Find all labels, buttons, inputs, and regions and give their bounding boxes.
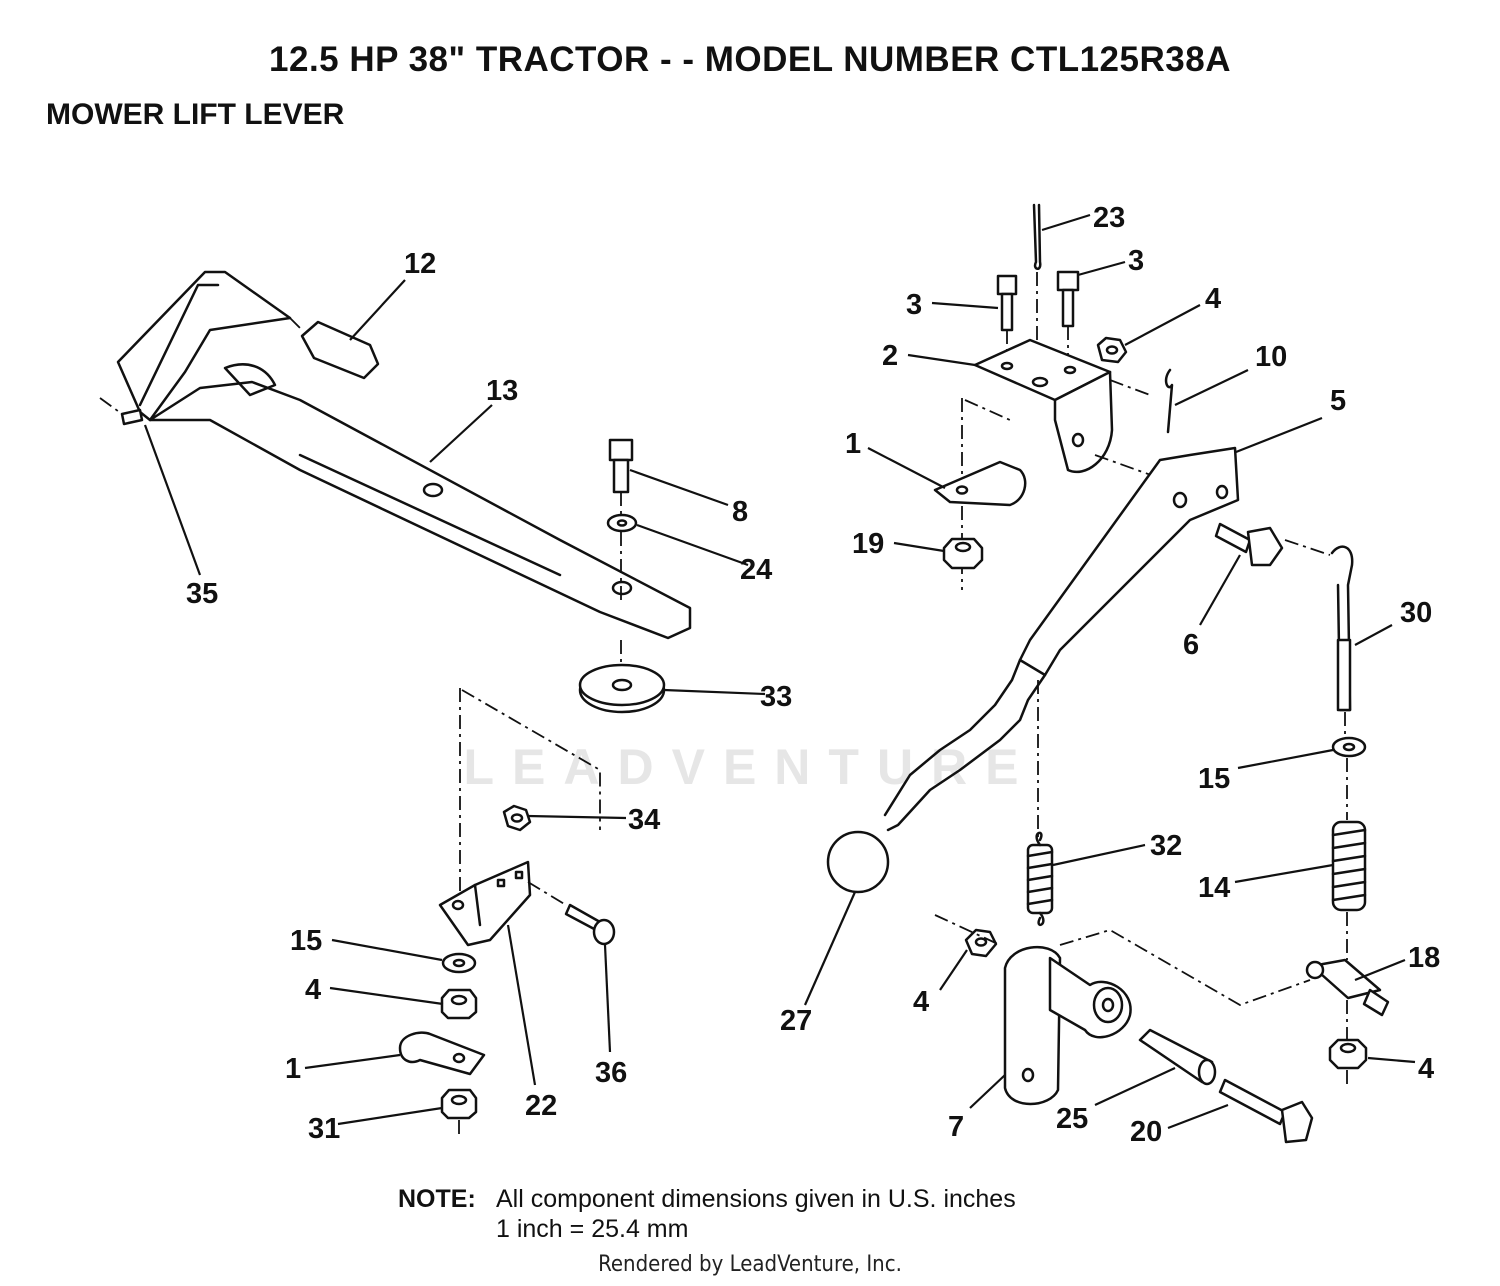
bolt-8 bbox=[608, 438, 634, 516]
nut-4-left bbox=[440, 988, 478, 1020]
callout-32: 32 bbox=[1150, 830, 1182, 862]
callout-36: 36 bbox=[595, 1057, 627, 1089]
callout-15-right: 15 bbox=[1198, 763, 1230, 795]
nut-4-right bbox=[1328, 1038, 1368, 1085]
callout-12: 12 bbox=[404, 248, 436, 280]
pin-18 bbox=[1305, 958, 1390, 1040]
callout-2: 2 bbox=[882, 340, 898, 372]
cotter-pin-10 bbox=[1164, 368, 1174, 434]
callout-6: 6 bbox=[1183, 629, 1199, 661]
note-label: NOTE: bbox=[398, 1185, 476, 1213]
nut-19 bbox=[942, 537, 984, 570]
nut-31 bbox=[440, 1088, 478, 1135]
callout-19: 19 bbox=[852, 528, 884, 560]
callout-22: 22 bbox=[525, 1090, 557, 1122]
sleeve-25 bbox=[1138, 1028, 1217, 1086]
callout-4-mid: 4 bbox=[913, 986, 929, 1018]
clip-1-left bbox=[398, 1031, 486, 1076]
callout-27: 27 bbox=[780, 1005, 812, 1037]
bolt-36 bbox=[527, 881, 616, 946]
bolt-6 bbox=[1214, 522, 1331, 567]
callout-5: 5 bbox=[1330, 385, 1346, 417]
watermark: LEADVENTURE bbox=[463, 739, 1037, 795]
callout-25: 25 bbox=[1056, 1103, 1088, 1135]
note: NOTE: All component dimensions given in U… bbox=[398, 1184, 1016, 1244]
callout-3-right: 3 bbox=[1128, 245, 1144, 277]
callout-8: 8 bbox=[732, 496, 748, 528]
bolt-3-right bbox=[1056, 270, 1080, 355]
bracket-2 bbox=[973, 338, 1166, 481]
cotter-pin-23 bbox=[1032, 203, 1042, 360]
nut-34 bbox=[502, 804, 532, 832]
footer-credit: Rendered by LeadVenture, Inc. bbox=[598, 1252, 902, 1277]
callout-24: 24 bbox=[740, 554, 772, 586]
lift-arm-7 bbox=[1003, 945, 1132, 1106]
lift-handle-bar bbox=[116, 270, 692, 640]
bracket-22 bbox=[438, 860, 532, 947]
callout-18: 18 bbox=[1408, 942, 1440, 974]
callout-20: 20 bbox=[1130, 1116, 1162, 1148]
leader-lines bbox=[143, 213, 1416, 1130]
callout-4-top: 4 bbox=[1205, 283, 1221, 315]
callout-23: 23 bbox=[1093, 202, 1125, 234]
page-title: 12.5 HP 38" TRACTOR - - MODEL NUMBER CTL… bbox=[269, 40, 1231, 79]
pin-35 bbox=[99, 397, 144, 426]
spring-32 bbox=[1026, 831, 1054, 927]
section-title: MOWER LIFT LEVER bbox=[46, 98, 345, 131]
note-line-1: All component dimensions given in U.S. i… bbox=[496, 1185, 1016, 1213]
callout-33: 33 bbox=[760, 681, 792, 713]
callout-14: 14 bbox=[1198, 872, 1230, 904]
washer-15-right bbox=[1331, 736, 1367, 820]
callout-34: 34 bbox=[628, 804, 660, 836]
washer-33 bbox=[578, 640, 666, 714]
callout-15-left: 15 bbox=[290, 925, 322, 957]
callout-31: 31 bbox=[308, 1113, 340, 1145]
lever-knob bbox=[826, 830, 890, 894]
nut-4-mid bbox=[964, 928, 998, 958]
washer-24 bbox=[606, 513, 638, 600]
callout-4-right: 4 bbox=[1418, 1053, 1434, 1085]
handle-grip bbox=[289, 317, 380, 380]
callout-1-left: 1 bbox=[285, 1053, 301, 1085]
nut-4-top bbox=[1096, 336, 1128, 364]
lift-lever-5 bbox=[883, 446, 1240, 840]
callout-4-left: 4 bbox=[305, 974, 321, 1006]
clip-1-right bbox=[933, 460, 1027, 507]
callout-13: 13 bbox=[486, 375, 518, 407]
rod-30 bbox=[1330, 545, 1354, 735]
washer-15-left bbox=[441, 952, 477, 974]
callout-7: 7 bbox=[948, 1111, 964, 1143]
callout-35: 35 bbox=[186, 578, 218, 610]
callout-3-left: 3 bbox=[906, 289, 922, 321]
spring-14 bbox=[1331, 820, 1367, 960]
callout-1-right: 1 bbox=[845, 428, 861, 460]
callout-10: 10 bbox=[1255, 341, 1287, 373]
bolt-3-left bbox=[996, 274, 1018, 355]
note-line-2: 1 inch = 25.4 mm bbox=[496, 1215, 689, 1243]
callout-30: 30 bbox=[1400, 597, 1432, 629]
bolt-20 bbox=[1218, 1078, 1314, 1144]
